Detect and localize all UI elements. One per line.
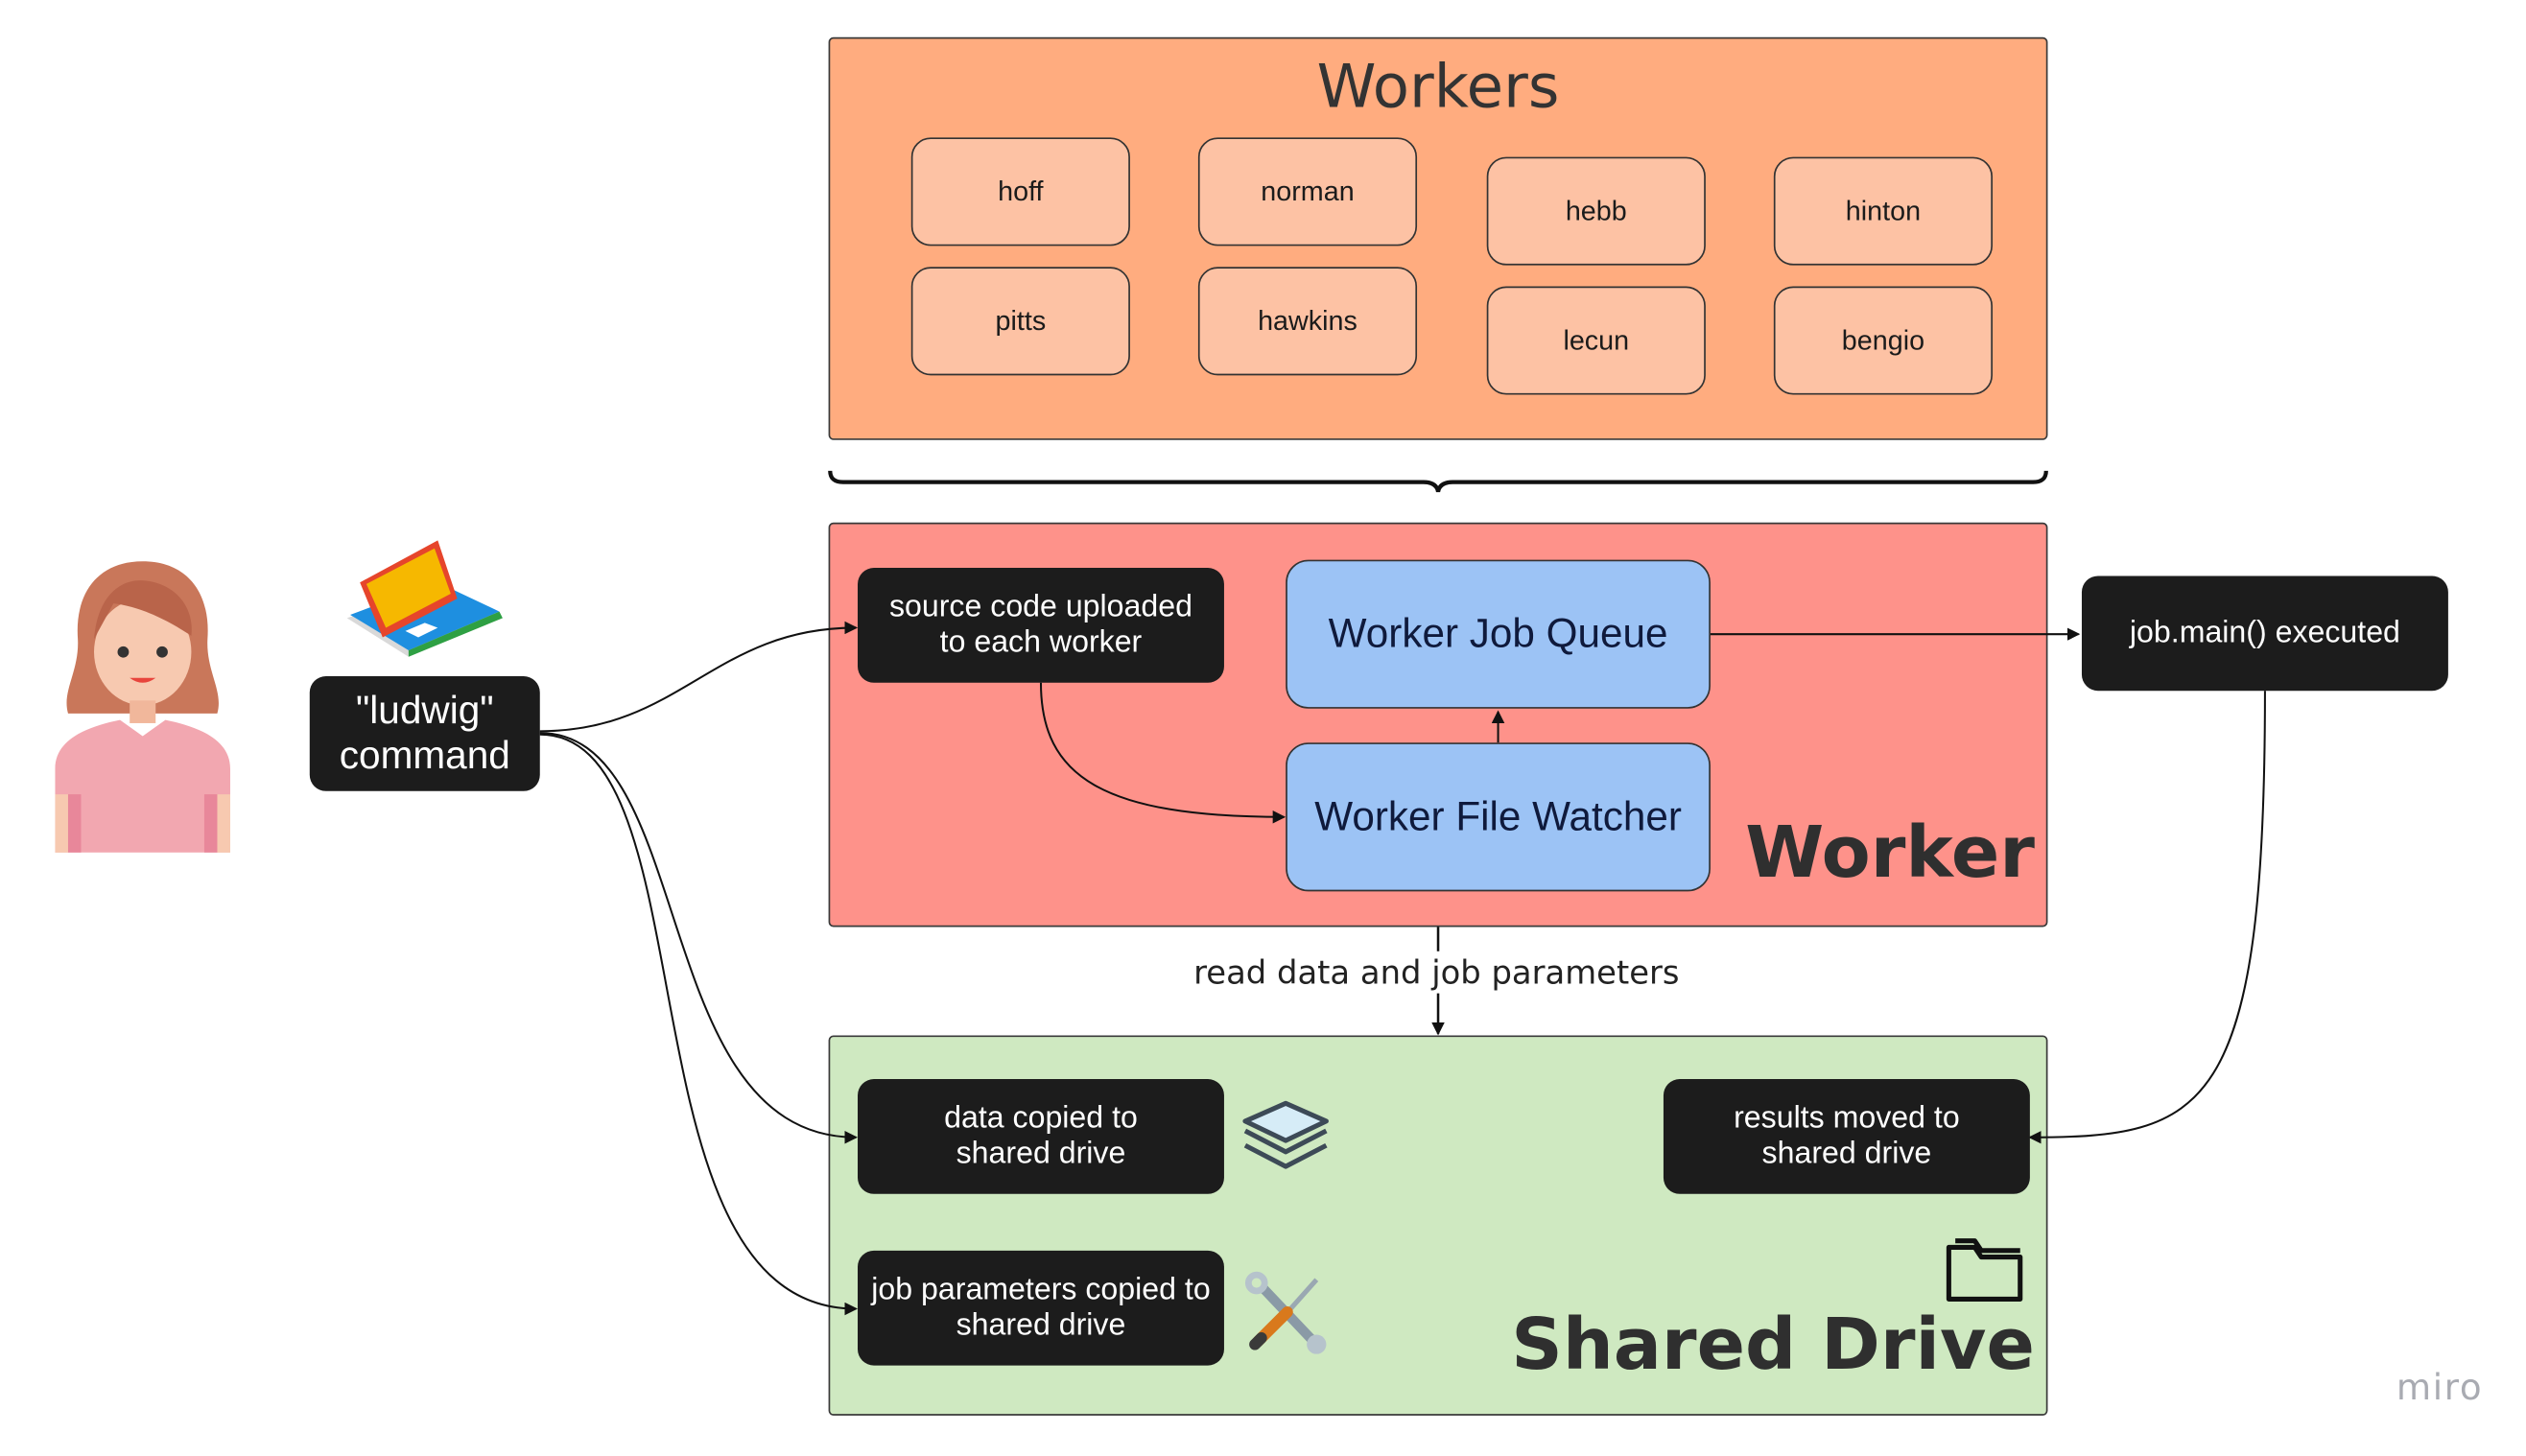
grouping-brace	[828, 470, 2048, 493]
source-code-box: source code uploaded to each worker	[858, 568, 1224, 683]
read-data-label: read data and job parameters	[1193, 952, 1680, 992]
worker-card: norman	[1197, 137, 1418, 247]
tools-icon	[1244, 1271, 1327, 1354]
worker-card: pitts	[910, 267, 1130, 376]
job-executed-box: job.main() executed	[2081, 575, 2448, 692]
worker-file-watcher: Worker File Watcher	[1286, 742, 1711, 892]
connector-command-data	[539, 732, 859, 1144]
worker-job-queue: Worker Job Queue	[1286, 559, 1711, 709]
worker-card: hoff	[910, 137, 1130, 247]
worker-card: lecun	[1486, 286, 1706, 395]
shared-drive-title: Shared Drive	[1511, 1303, 2035, 1387]
worker-card: bengio	[1773, 286, 1994, 395]
params-copied-box: job parameters copied to shared drive	[858, 1250, 1224, 1366]
person-icon	[55, 561, 230, 853]
connector-command-source	[539, 621, 859, 733]
miro-watermark: miro	[2396, 1368, 2484, 1410]
worker-panel-title: Worker	[1745, 811, 2035, 895]
ludwig-command-box: "ludwig" command	[309, 676, 540, 791]
worker-card: hinton	[1773, 156, 1994, 266]
worker-card: hawkins	[1197, 267, 1418, 376]
folder-icon	[1946, 1238, 2023, 1302]
data-copied-box: data copied to shared drive	[858, 1079, 1224, 1194]
workers-panel-title: Workers	[1316, 51, 1560, 122]
worker-card: hebb	[1486, 156, 1706, 266]
results-moved-box: results moved to shared drive	[1663, 1079, 2030, 1194]
connector-command-params	[539, 733, 859, 1316]
laptop-icon	[346, 540, 503, 657]
connector-executed-results	[2028, 691, 2266, 1144]
layers-icon	[1242, 1100, 1329, 1169]
connector-source-watcher	[1039, 682, 1287, 824]
